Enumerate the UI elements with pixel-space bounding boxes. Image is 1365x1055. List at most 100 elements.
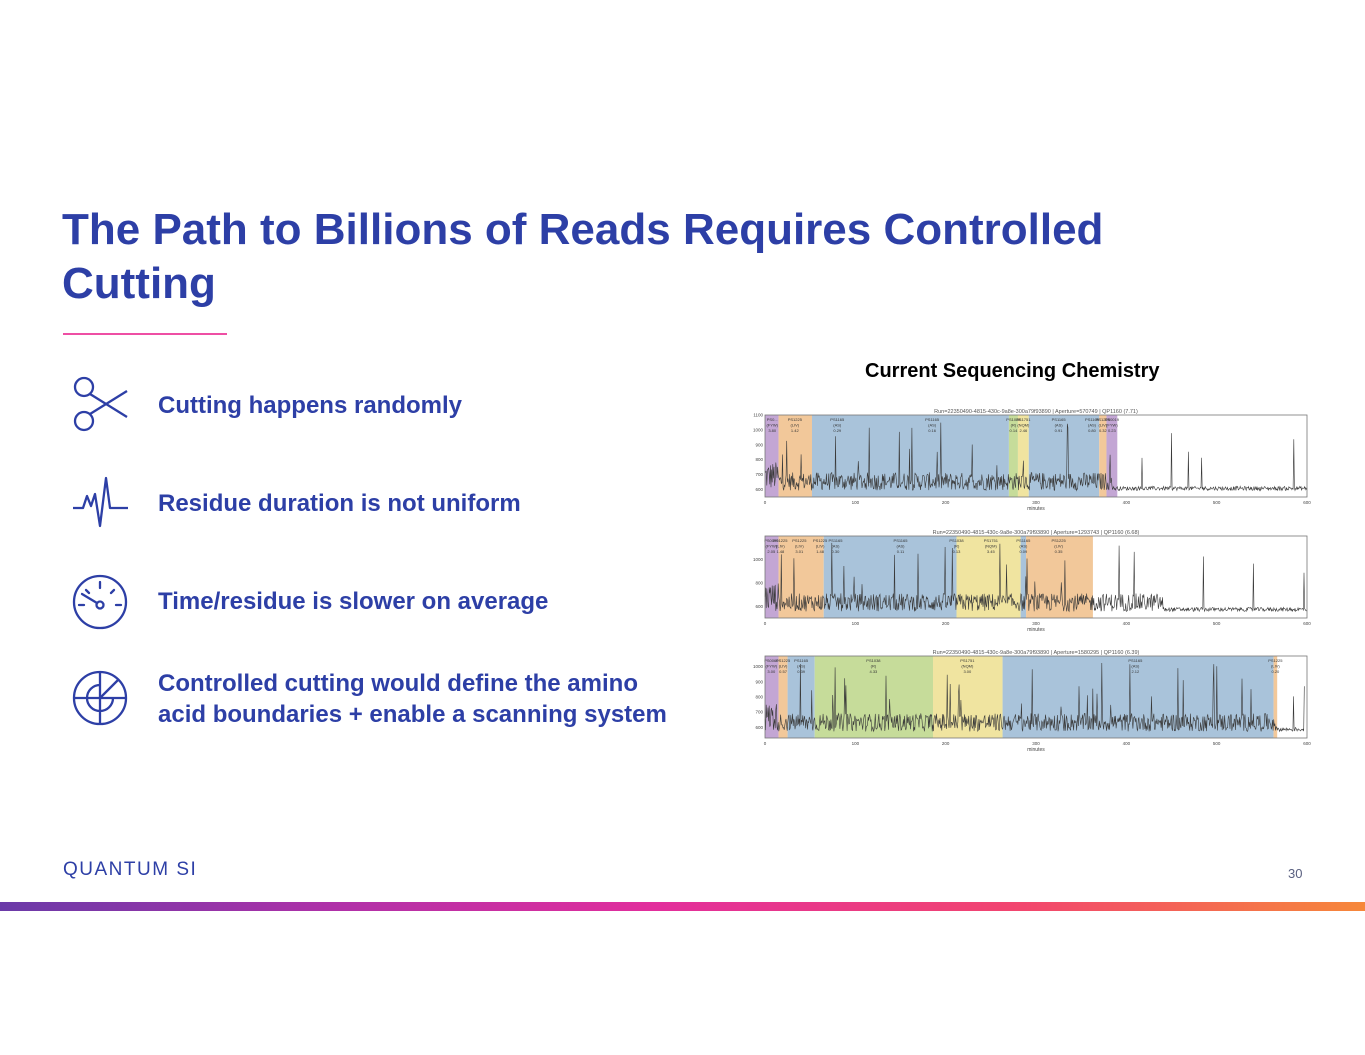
segment-label-line: (LIV) bbox=[1271, 664, 1280, 669]
segment-label-line: PS1165 bbox=[894, 538, 909, 543]
residue-segment bbox=[1273, 656, 1278, 738]
segment-label-line: 0.30 bbox=[832, 549, 841, 554]
x-axis-label: minutes bbox=[1027, 506, 1045, 512]
segment-label-line: 0.35 bbox=[1055, 549, 1064, 554]
run-trace-chart-3: Run=22350490-4815-430c-9a8e-300a79f93890… bbox=[753, 650, 1311, 753]
segment-label-line: (AS) bbox=[1019, 544, 1028, 549]
segment-label-line: (LIV) bbox=[1054, 544, 1063, 549]
x-tick-label: 600 bbox=[1303, 741, 1311, 746]
segment-label-line: (AS) bbox=[1131, 664, 1140, 669]
segment-label: PS1165(AS)0.91 bbox=[1052, 417, 1067, 433]
y-tick-label: 800 bbox=[755, 695, 763, 700]
segment-label-line: PS1165 bbox=[794, 658, 809, 663]
x-tick-label: 400 bbox=[1123, 500, 1131, 505]
segment-label: PS1225(LIV)0.32 bbox=[1096, 417, 1111, 433]
radar-icon bbox=[70, 668, 130, 728]
segment-label: PS1225(LIV)3.01 bbox=[792, 538, 807, 554]
segment-label-line: PS1225 bbox=[1268, 658, 1283, 663]
segment-label-line: 4.33 bbox=[870, 669, 879, 674]
residue-segment bbox=[1106, 415, 1118, 497]
segment-label: PS1751(NQM)3.00 bbox=[960, 658, 975, 674]
segment-label-line: PS1225 bbox=[1096, 417, 1111, 422]
x-tick-label: 400 bbox=[1123, 741, 1131, 746]
segment-label-line: (NQM) bbox=[1017, 423, 1030, 428]
x-tick-label: 400 bbox=[1123, 621, 1131, 626]
segment-label-line: PS1225 bbox=[788, 417, 803, 422]
segment-label-line: 0.39 bbox=[797, 669, 806, 674]
segment-label-line: 1.42 bbox=[791, 428, 800, 433]
segment-label: PS1165(AS)2.12 bbox=[1128, 658, 1143, 674]
x-tick-label: 200 bbox=[942, 741, 950, 746]
segment-label-line: (R) bbox=[871, 664, 877, 669]
segment-label-line: (LIV) bbox=[816, 544, 825, 549]
segment-label: PS0019(FYW)0.23 bbox=[1105, 417, 1120, 433]
segment-label-line: 0.57 bbox=[779, 669, 788, 674]
segment-label-line: 2.12 bbox=[1131, 669, 1140, 674]
quantum-si-logo: QUANTUM SI bbox=[63, 859, 198, 880]
segment-label-line: (LIV) bbox=[795, 544, 804, 549]
segment-label-line: (FYW) bbox=[1106, 423, 1118, 428]
segment-label: PS1165(AS)0.09 bbox=[1016, 538, 1031, 554]
segment-label-line: PS1225 bbox=[792, 538, 807, 543]
bullet-text: Time/residue is slower on average bbox=[158, 588, 549, 615]
segment-label-line: PS1165 bbox=[1016, 538, 1031, 543]
segment-label: PS1225(LIV)1.48 bbox=[773, 538, 788, 554]
segment-label-line: (NQM) bbox=[985, 544, 998, 549]
segment-label-line: (R) bbox=[954, 544, 960, 549]
segment-label-line: (FYW) bbox=[766, 544, 778, 549]
segment-label-line: 3.00 bbox=[963, 669, 972, 674]
segment-label-line: PS0... bbox=[767, 417, 778, 422]
y-tick-label: 800 bbox=[755, 457, 763, 462]
segment-label-line: PS1225 bbox=[1051, 538, 1066, 543]
x-tick-label: 500 bbox=[1213, 500, 1221, 505]
segment-label-line: 0.91 bbox=[1055, 428, 1064, 433]
segment-label-line: 0.29 bbox=[833, 428, 842, 433]
segment-label: PS1165(AS)0.30 bbox=[828, 538, 843, 554]
plot-frame bbox=[764, 655, 1308, 739]
segment-label-line: PS1038 bbox=[866, 658, 881, 663]
y-tick-label: 700 bbox=[755, 710, 763, 715]
segment-label-line: 0.11 bbox=[897, 549, 905, 554]
x-tick-label: 600 bbox=[1303, 500, 1311, 505]
bullet-text-line-1: Controlled cutting would define the amin… bbox=[158, 670, 638, 697]
x-axis-label: minutes bbox=[1027, 627, 1045, 633]
plot-frame bbox=[764, 535, 1308, 619]
y-tick-label: 1000 bbox=[753, 557, 764, 562]
segment-label-line: PS1038 bbox=[1006, 417, 1021, 422]
segment-label: PS1165(AS)0.16 bbox=[925, 417, 940, 433]
segment-label: PS1225(LIV)0.57 bbox=[776, 658, 791, 674]
segment-label-line: PS1165 bbox=[830, 417, 845, 422]
segment-label: PS1038(R)0.14 bbox=[1006, 417, 1021, 433]
segment-label-line: PS0019 bbox=[1105, 417, 1120, 422]
segment-label-line: PS1751 bbox=[960, 658, 975, 663]
chart-title: Run=22350490-4815-430c-9a8e-300a79f93890… bbox=[934, 409, 1138, 415]
segment-label-line: PS1225 bbox=[773, 538, 788, 543]
segment-label-line: (LIV) bbox=[776, 544, 785, 549]
x-tick-label: 100 bbox=[852, 500, 860, 505]
x-tick-label: 100 bbox=[852, 621, 860, 626]
segment-label-line: 0.20 bbox=[1271, 669, 1280, 674]
y-tick-label: 800 bbox=[755, 580, 763, 585]
y-tick-label: 1000 bbox=[753, 664, 764, 669]
segment-label-line: (NQM) bbox=[961, 664, 974, 669]
segment-label-line: 0.23 bbox=[1108, 428, 1117, 433]
x-tick-label: 100 bbox=[852, 741, 860, 746]
segment-label-line: (AS) bbox=[831, 544, 840, 549]
x-tick-label: 500 bbox=[1213, 621, 1221, 626]
y-tick-label: 1100 bbox=[753, 413, 763, 418]
segment-label-line: 2.46 bbox=[1019, 428, 1028, 433]
segment-label-line: (LIV) bbox=[1099, 423, 1108, 428]
segment-label-line: PS1751 bbox=[984, 538, 999, 543]
x-tick-label: 200 bbox=[942, 621, 950, 626]
segment-label: PS1038(R)4.33 bbox=[866, 658, 881, 674]
segment-label-line: 0.13 bbox=[953, 549, 962, 554]
segment-label-line: PS1165 bbox=[828, 538, 843, 543]
segment-label-line: 3.80 bbox=[768, 428, 777, 433]
plot-frame bbox=[764, 414, 1308, 498]
page-number: 30 bbox=[1288, 866, 1303, 881]
pulse-icon bbox=[70, 474, 130, 534]
segment-label-line: (LIV) bbox=[790, 423, 799, 428]
segment-label-line: PS1225 bbox=[813, 538, 828, 543]
segment-label: PS1751(NQM)2.46 bbox=[1016, 417, 1031, 433]
bullet-controlled-cutting: Controlled cutting would define the amin… bbox=[70, 668, 667, 728]
